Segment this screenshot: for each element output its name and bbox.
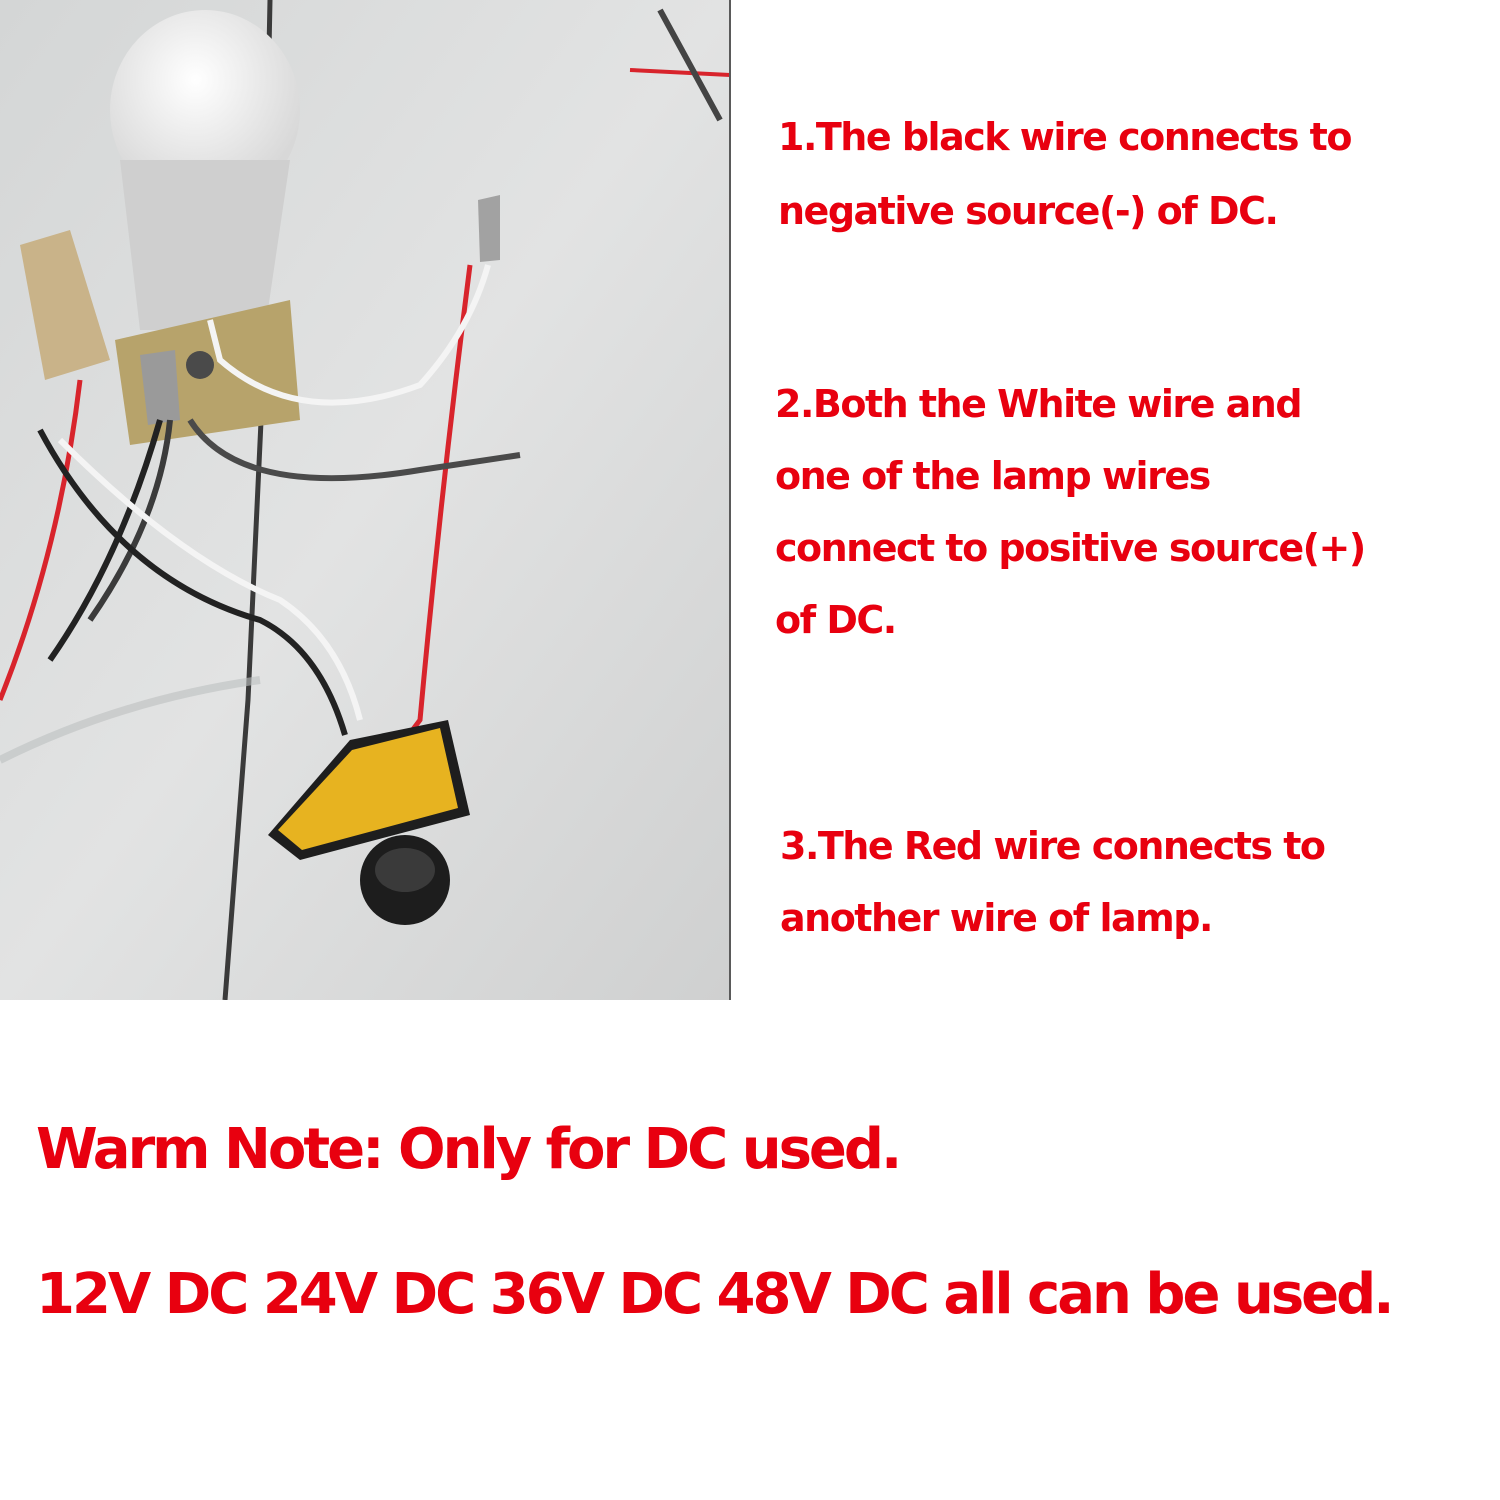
instruction-2: 2.Both the White wire and one of the lam… bbox=[775, 368, 1366, 656]
voltage-note: 12V DC 24V DC 36V DC 48V DC all can be u… bbox=[36, 1255, 1394, 1335]
voltage-note-text: 12V DC 24V DC 36V DC 48V DC all can be u… bbox=[36, 1262, 1394, 1327]
wiring-photo bbox=[0, 0, 730, 1000]
warm-note-text: Warm Note: Only for DC used. bbox=[36, 1117, 902, 1182]
instruction-1-line-1: 1.The black wire connects to bbox=[778, 115, 1352, 159]
instruction-3: 3.The Red wire connects to another wire … bbox=[780, 810, 1326, 954]
warm-note: Warm Note: Only for DC used. bbox=[36, 1110, 902, 1190]
instruction-2-line-2: one of the lamp wires bbox=[775, 454, 1211, 498]
photo-divider bbox=[729, 0, 731, 1000]
wiring-photo-illustration bbox=[0, 0, 730, 1000]
instruction-3-line-2: another wire of lamp. bbox=[780, 896, 1213, 940]
instruction-3-line-1: 3.The Red wire connects to bbox=[780, 824, 1326, 868]
instruction-2-line-3: connect to positive source(+) bbox=[775, 526, 1366, 570]
instruction-1-line-2: negative source(-) of DC. bbox=[778, 189, 1279, 233]
instruction-2-line-1: 2.Both the White wire and bbox=[775, 382, 1303, 426]
instruction-1: 1.The black wire connects to negative so… bbox=[778, 100, 1352, 248]
instruction-2-line-4: of DC. bbox=[775, 598, 897, 642]
